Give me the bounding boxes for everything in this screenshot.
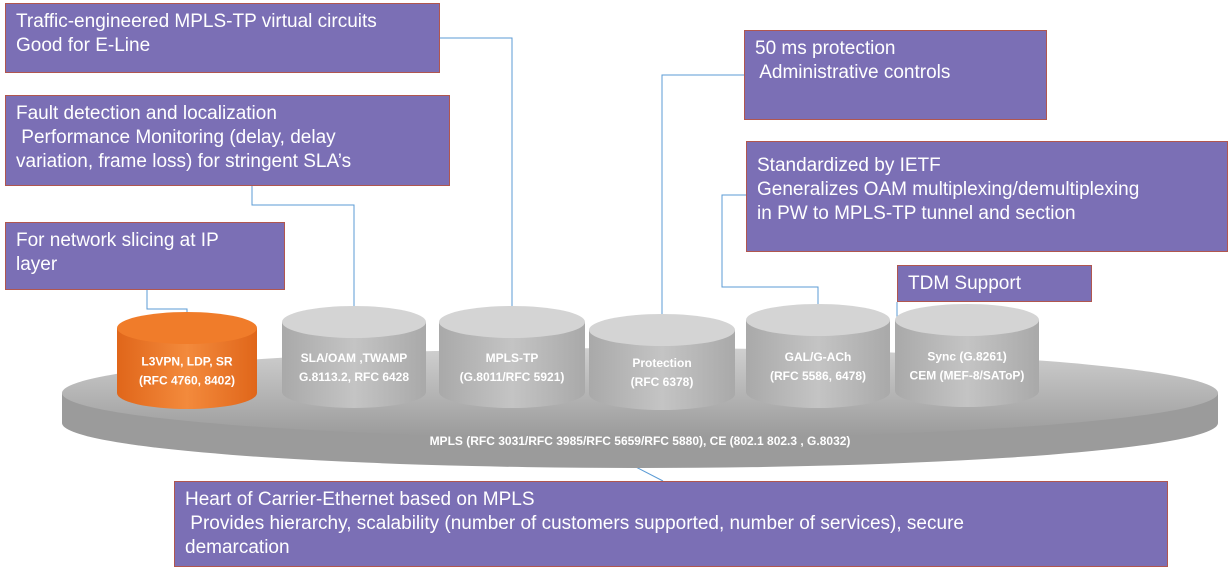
cylinder-label-line1: SLA/OAM ,TWAMP [301,351,408,365]
cylinder-label-line2: (RFC 5586, 6478) [770,369,866,383]
callout-line: Heart of Carrier-Ethernet based on MPLS [185,489,535,510]
cylinder-label-line1: Protection [632,356,691,370]
callout-line: Generalizes OAM multiplexing/demultiplex… [757,179,1140,200]
cylinder-top [895,304,1039,336]
callout-line: For network slicing at IP [16,230,219,251]
cylinder-label-line1: Sync (G.8261) [927,350,1006,364]
cylinder-top [117,312,257,344]
callout-line: demarcation [185,537,290,558]
callout-network-slicing: For network slicing at IP layer [5,222,285,290]
cylinder-6: Sync (G.8261) CEM (MEF-8/SAToP) [895,304,1039,407]
callout-line: Traffic-engineered MPLS-TP virtual circu… [16,11,377,32]
cylinder-top [589,314,735,346]
cylinder-label-line2: G.8113.2, RFC 6428 [299,370,409,384]
callout-line: in PW to MPLS-TP tunnel and section [757,203,1076,224]
callout-line: Performance Monitoring (delay, delay [16,127,336,148]
cylinder-body [589,330,735,410]
protocol-cylinders: L3VPN, LDP, SR (RFC 4760, 8402) SLA/OAM ,T… [117,304,1039,410]
cylinder-label-line1: L3VPN, LDP, SR [141,355,232,369]
cylinder-body [117,328,257,409]
callout-fault-detection: Fault detection and localization Perform… [5,95,450,186]
cylinder-3: MPLS-TP (G.8011/RFC 5921) [439,306,585,408]
cylinder-body [439,322,585,408]
cylinder-top [746,304,890,336]
connector-ietf [721,194,819,320]
callout-line: layer [16,254,58,275]
callout-line: Administrative controls [755,62,951,83]
callout-line: Provides hierarchy, scalability (number … [185,513,964,534]
cylinder-label-line1: MPLS-TP [486,351,539,365]
cylinder-4: Protection (RFC 6378) [589,314,735,410]
cylinder-body [746,320,890,408]
callout-line: Fault detection and localization [16,103,277,124]
callout-traffic-engineered: Traffic-engineered MPLS-TP virtual circu… [5,3,440,73]
cylinder-1: L3VPN, LDP, SR (RFC 4760, 8402) [117,312,257,409]
cylinder-label-line2: (G.8011/RFC 5921) [460,370,565,384]
callout-line: Standardized by IETF [757,155,941,176]
cylinder-body [282,322,426,408]
cylinder-body [895,320,1039,407]
connector-protection [661,74,744,330]
cylinder-label-line2: (RFC 4760, 8402) [139,374,235,388]
connector-traffic [440,37,513,344]
cylinder-top [439,306,585,338]
cylinder-label-line2: (RFC 6378) [631,375,694,389]
connector-fault [251,186,355,322]
callout-line: variation, frame loss) for stringent SLA… [16,151,352,172]
base-label: MPLS (RFC 3031/RFC 3985/RFC 5659/RFC 588… [430,434,851,448]
callout-line: Good for E-Line [16,35,151,56]
callout-tdm-support: TDM Support [897,265,1092,302]
callout-protection: 50 ms protection Administrative controls [744,30,1047,120]
cylinder-label-line1: GAL/G-ACh [785,350,852,364]
cylinder-label-line2: CEM (MEF-8/SAToP) [910,369,1025,383]
cylinder-5: GAL/G-ACh (RFC 5586, 6478) [746,304,890,408]
connector-lines [146,37,898,482]
callout-line: 50 ms protection [755,38,896,59]
callout-line: TDM Support [908,273,1021,294]
callout-ietf-standard: Standardized by IETF Generalizes OAM mul… [746,141,1228,252]
cylinder-top [282,306,426,338]
cylinder-2: SLA/OAM ,TWAMP G.8113.2, RFC 6428 [282,306,426,408]
callout-heart-of-carrier-ethernet: Heart of Carrier-Ethernet based on MPLS … [174,481,1168,567]
